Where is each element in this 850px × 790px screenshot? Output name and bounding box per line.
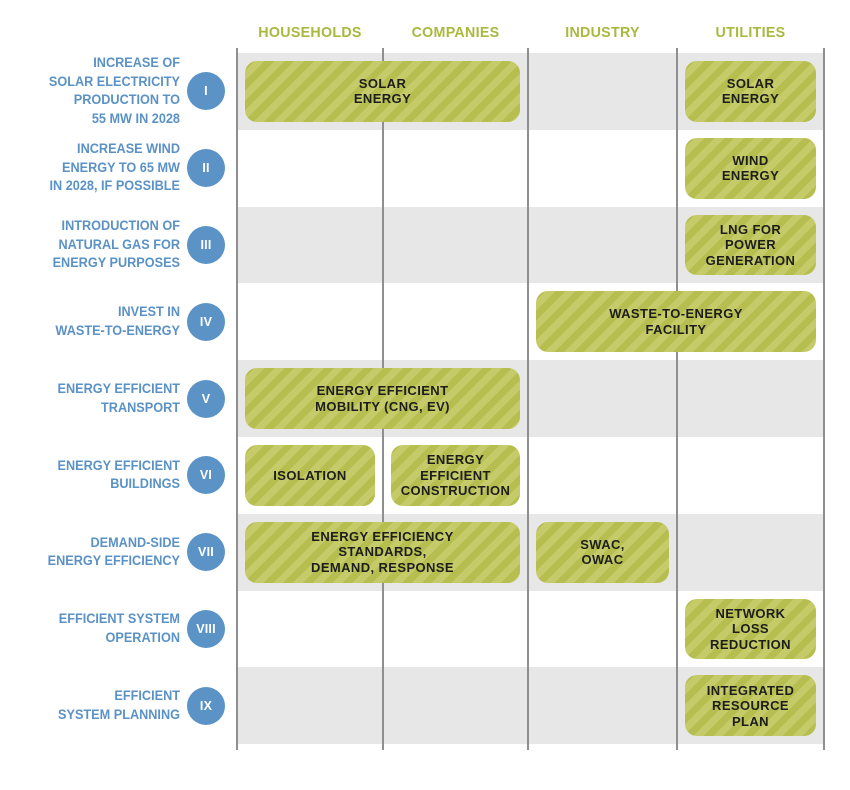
measure-badge: SWAC, OWAC	[536, 521, 669, 583]
row-numeral-circle: V	[187, 379, 225, 418]
measure-badge: ENERGY EFFICIENT MOBILITY (CNG, EV)	[245, 368, 520, 429]
row-numeral-circle: VII	[187, 533, 225, 572]
row-label: INVEST IN WASTE-TO-ENERGY	[55, 304, 180, 338]
row-label: INTRODUCTION OF NATURAL GAS FOR ENERGY P…	[52, 218, 180, 271]
column-header-companies: COMPANIES	[411, 23, 500, 41]
row-label: ENERGY EFFICIENT BUILDINGS	[57, 457, 180, 492]
row-numeral-circle: VI	[187, 456, 225, 495]
measure-badge: ISOLATION	[245, 445, 375, 506]
row-label: EFFICIENT SYSTEM OPERATION	[58, 611, 180, 645]
row-numeral-circle: IX	[187, 686, 225, 725]
row-label: INCREASE WIND ENERGY TO 65 MW IN 2028, I…	[49, 141, 180, 194]
row-label: INCREASE OF SOLAR ELECTRICITY PRODUCTION…	[48, 55, 180, 126]
row-numeral-circle: I	[187, 72, 225, 111]
row-numeral-circle: III	[187, 226, 225, 264]
measure-badge: SOLAR ENERGY	[685, 61, 816, 122]
measure-badge: NETWORK LOSS REDUCTION	[685, 598, 816, 660]
row-numeral-circle: II	[187, 149, 225, 188]
measure-badge: SOLAR ENERGY	[245, 61, 520, 122]
grid-line	[236, 48, 238, 750]
row-label: ENERGY EFFICIENT TRANSPORT	[57, 381, 180, 415]
column-header-industry: INDUSTRY	[565, 23, 640, 41]
measure-badge: INTEGRATED RESOURCE PLAN	[685, 675, 816, 737]
column-header-utilities: UTILITIES	[715, 23, 786, 41]
row-numeral-circle: IV	[187, 302, 225, 341]
grid-line	[823, 48, 825, 750]
measure-badge: WIND ENERGY	[685, 137, 816, 199]
grid-line	[527, 48, 529, 750]
measure-badge: ENERGY EFFICIENCY STANDARDS, DEMAND, RES…	[245, 521, 520, 583]
measure-badge: ENERGY EFFICIENT CONSTRUCTION	[391, 445, 520, 506]
measure-badge: LNG FOR POWER GENERATION	[685, 214, 816, 276]
row-numeral-circle: VIII	[187, 610, 225, 648]
row-label: EFFICIENT SYSTEM PLANNING	[58, 688, 180, 722]
row-label: DEMAND-SIDE ENERGY EFFICIENCY	[47, 534, 180, 569]
measure-badge: WASTE-TO-ENERGY FACILITY	[536, 291, 816, 353]
grid-line	[676, 48, 678, 750]
column-header-households: HOUSEHOLDS	[258, 23, 362, 41]
